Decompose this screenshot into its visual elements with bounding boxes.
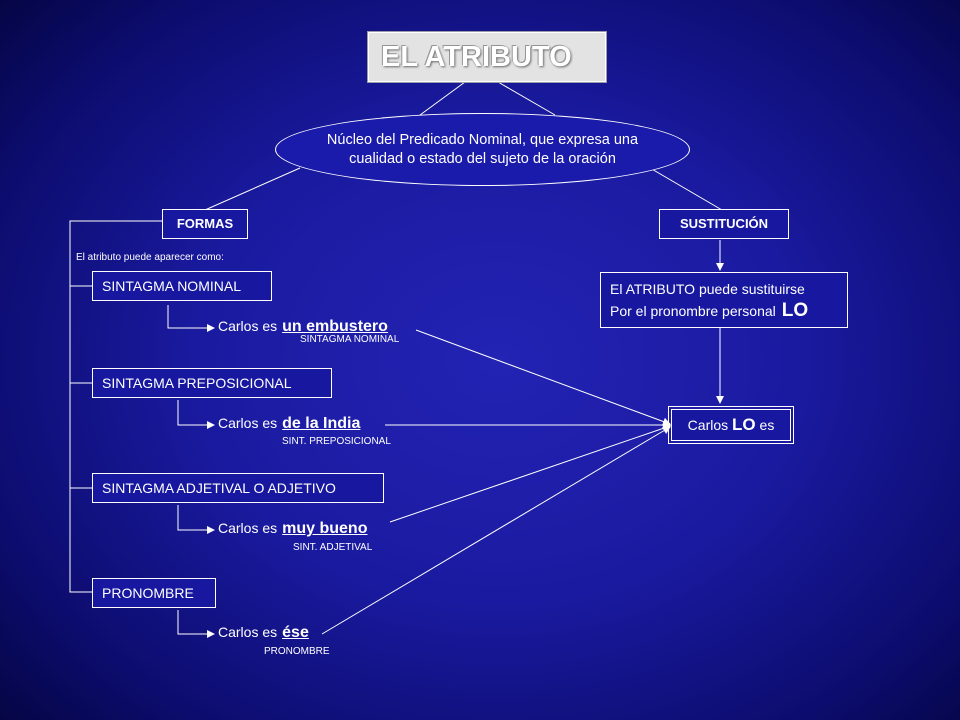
form-type-label: PRONOMBRE <box>102 585 194 601</box>
form-type-preposicional: SINTAGMA PREPOSICIONAL <box>92 368 332 398</box>
substitution-rule-box: El ATRIBUTO puede sustituirse Por el pro… <box>600 272 848 328</box>
example-prefix: Carlos es <box>218 520 278 536</box>
title-text: EL ATRIBUTO <box>381 40 572 73</box>
result-prefix: Carlos <box>687 417 729 433</box>
substitution-line-2: Por el pronombre personal LO <box>610 300 808 322</box>
example-prefix: Carlos es <box>218 318 278 334</box>
example-phrase: de la India <box>282 415 361 432</box>
result-suffix: es <box>759 417 775 433</box>
example-label-adjetival: SINT. ADJETIVAL <box>293 542 373 553</box>
form-type-label: SINTAGMA PREPOSICIONAL <box>102 375 292 391</box>
result-box-frame <box>668 406 794 444</box>
form-type-adjetival: SINTAGMA ADJETIVAL O ADJETIVO <box>92 473 384 503</box>
form-type-nominal: SINTAGMA NOMINAL <box>92 271 272 301</box>
substitution-pronoun: LO <box>781 299 809 321</box>
example-phrase: ése <box>282 624 309 641</box>
form-type-label: SINTAGMA ADJETIVAL O ADJETIVO <box>102 480 336 496</box>
result-pronoun: LO <box>732 415 756 434</box>
page-title: EL ATRIBUTO <box>368 32 606 82</box>
definition-ellipse: Núcleo del Predicado Nominal, que expres… <box>275 113 690 186</box>
formas-header-text: FORMAS <box>176 216 234 231</box>
substitution-line-1: El ATRIBUTO puede sustituirse <box>610 280 805 297</box>
sustitucion-header: SUSTITUCIÓN <box>659 209 789 239</box>
formas-intro: El atributo puede aparecer como: <box>76 252 224 263</box>
substitution-line-2-text: Por el pronombre personal <box>610 302 776 319</box>
definition-text: Núcleo del Predicado Nominal, que expres… <box>326 131 639 167</box>
example-phrase: un embustero <box>282 318 388 335</box>
sustitucion-header-text: SUSTITUCIÓN <box>679 216 769 231</box>
example-label-pronombre: PRONOMBRE <box>264 646 330 657</box>
result-box: Carlos LO es <box>671 409 791 441</box>
example-phrase: muy bueno <box>282 520 368 537</box>
example-label-preposicional: SINT. PREPOSICIONAL <box>282 436 391 447</box>
form-type-label: SINTAGMA NOMINAL <box>102 278 241 294</box>
form-type-pronombre: PRONOMBRE <box>92 578 216 608</box>
formas-header: FORMAS <box>162 209 248 239</box>
example-prefix: Carlos es <box>218 415 278 431</box>
example-prefix: Carlos es <box>218 624 278 640</box>
example-label-nominal: SINTAGMA NOMINAL <box>300 334 400 345</box>
